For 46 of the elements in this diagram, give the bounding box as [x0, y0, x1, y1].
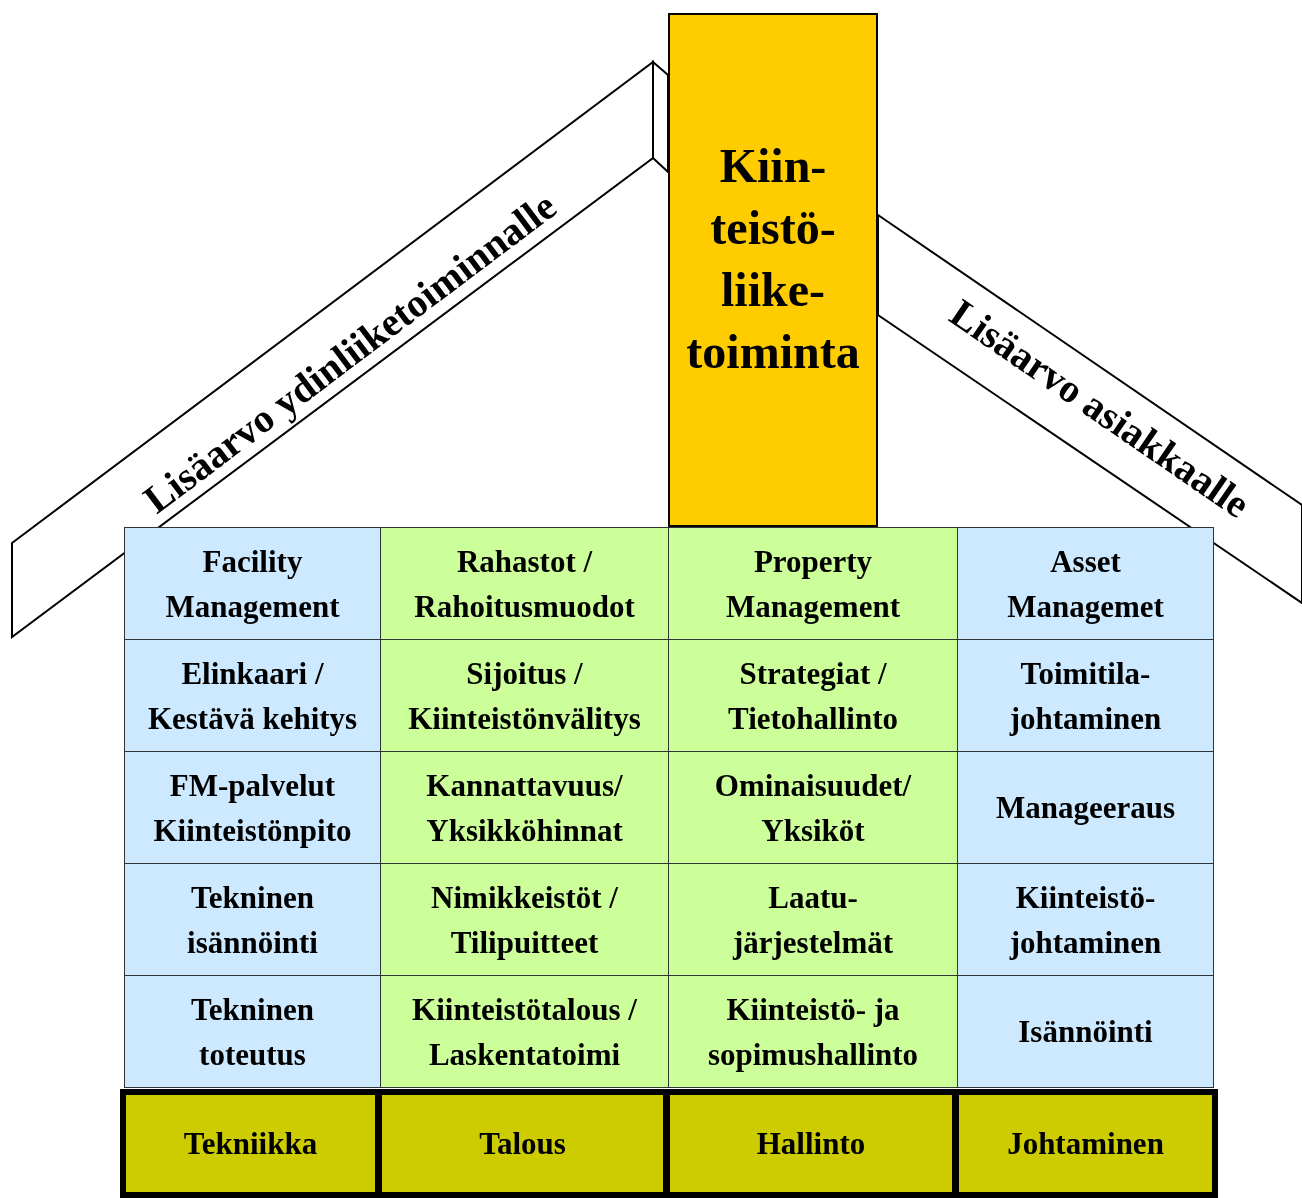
- category-cell: [124, 863, 381, 976]
- category-label: Toimitila- johtaminen: [1008, 654, 1163, 738]
- category-label: Rahastot / Rahoitusmuodot: [413, 542, 636, 626]
- category-cell: [668, 863, 958, 976]
- category-label: Isännöinti: [1017, 1013, 1154, 1051]
- category-label: Sijoitus / Kiinteistönvälitys: [407, 654, 642, 738]
- category-label: Facility Management: [164, 542, 341, 626]
- category-label: Tekninen isännöinti: [186, 878, 319, 962]
- category-cell: [668, 751, 958, 864]
- category-cell: [668, 639, 958, 752]
- foundation-label: Talous: [479, 1125, 566, 1163]
- category-label: Kiinteistö- johtaminen: [1008, 878, 1163, 962]
- category-cell: [957, 863, 1214, 976]
- foundation-label: Hallinto: [756, 1125, 866, 1163]
- category-cell: [124, 639, 381, 752]
- category-cell: [957, 527, 1214, 640]
- chimney-label: Kiin- teistö- liike- toiminta: [685, 138, 861, 380]
- category-cell: [380, 863, 669, 976]
- foundation-label: Johtaminen: [1007, 1125, 1164, 1163]
- category-cell: [380, 639, 669, 752]
- category-label: Manageeraus: [994, 789, 1177, 827]
- category-cell: [668, 527, 958, 640]
- category-cell: [124, 975, 381, 1088]
- category-cell: [124, 751, 381, 864]
- category-label: Elinkaari / Kestävä kehitys: [146, 654, 359, 738]
- foundation-label: Tekniikka: [183, 1125, 318, 1163]
- category-label: Kannattavuus/ Yksikköhinnat: [425, 766, 624, 850]
- category-cell: [957, 975, 1214, 1088]
- category-label: Nimikkeistöt / Tilipuitteet: [430, 878, 619, 962]
- chimney-box: [668, 13, 878, 527]
- category-cell: [957, 751, 1214, 864]
- category-label: Tekninen toteutus: [190, 990, 315, 1074]
- category-label: Kiinteistö- ja sopimushallinto: [706, 990, 920, 1074]
- category-cell: [380, 527, 669, 640]
- category-cell: [380, 751, 669, 864]
- category-cell: [957, 639, 1214, 752]
- category-label: FM-palvelut Kiinteistönpito: [152, 766, 353, 850]
- category-label: Asset Managemet: [1006, 542, 1165, 626]
- category-label: Ominaisuudet/ Yksiköt: [713, 766, 913, 850]
- category-cell: [124, 527, 381, 640]
- category-label: Laatu- järjestelmät: [731, 878, 895, 962]
- category-cell: [668, 975, 958, 1088]
- category-label: Kiinteistötalous / Laskentatoimi: [411, 990, 638, 1074]
- category-cell: [380, 975, 669, 1088]
- category-label: Property Management: [725, 542, 901, 626]
- category-label: Strategiat / Tietohallinto: [727, 654, 899, 738]
